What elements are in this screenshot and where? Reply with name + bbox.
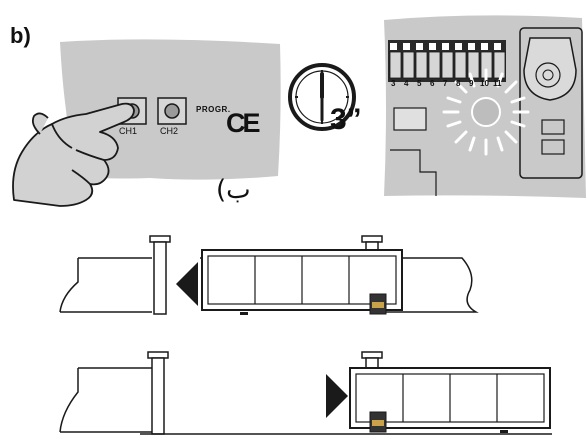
gate-post [151, 357, 165, 435]
arrow-left-icon [176, 262, 198, 306]
ch2-button-frame [157, 97, 187, 125]
dip-number: 7 [443, 79, 448, 88]
clock-icon [288, 63, 356, 131]
timer-duration: 3” [330, 103, 362, 136]
dip-number: 8 [456, 79, 461, 88]
dip-switches [389, 51, 506, 79]
gate-opening [59, 351, 552, 435]
step-label: b) [10, 23, 31, 48]
dip-number: 3 [391, 79, 396, 88]
dip-number: 11 [493, 79, 502, 88]
ch2-label: CH2 [160, 126, 179, 136]
dip-number: 10 [480, 79, 489, 88]
prog-label: PROGR. [196, 105, 231, 114]
arrow-right-icon [326, 374, 348, 418]
hand-icon [12, 102, 135, 207]
dip-number: 9 [469, 79, 474, 88]
gate-post [153, 241, 167, 315]
led-icon [471, 97, 501, 127]
dip-number: 4 [404, 79, 409, 88]
led-blink-rays [442, 68, 530, 156]
ce-mark: CE [226, 108, 260, 138]
gate-closing [59, 235, 479, 315]
control-board [384, 15, 586, 198]
figure-caption: (ب [216, 175, 251, 205]
ch2-button[interactable] [164, 103, 180, 119]
ch1-label: CH1 [119, 126, 138, 136]
dip-number: 5 [417, 79, 422, 88]
dip-number: 6 [430, 79, 435, 88]
